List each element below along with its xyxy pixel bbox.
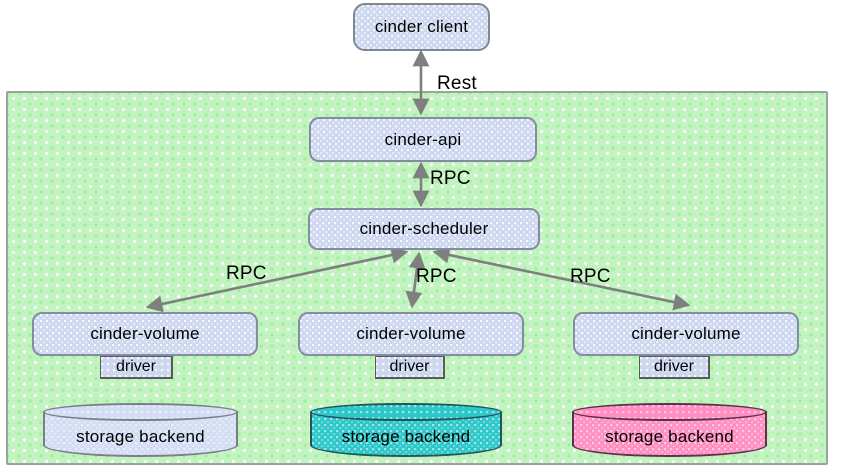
cinder-volume-label: cinder-volume [356, 324, 466, 343]
cinder-volume-node-left: cinder-volume [32, 312, 258, 356]
driver-tag-left: driver [100, 356, 173, 379]
rpc-edge-label-left: RPC [226, 263, 267, 284]
cinder-api-label: cinder-api [384, 129, 462, 149]
driver-label: driver [653, 358, 694, 375]
driver-tag-right: driver [639, 356, 710, 379]
driver-label: driver [389, 358, 430, 375]
storage-backend-cylinder-left: storage backend [43, 403, 238, 457]
cinder-scheduler-node: cinder-scheduler [308, 208, 540, 250]
cinder-client-label: cinder client [374, 17, 469, 36]
cylinder-top-ellipse [43, 403, 238, 421]
rpc-edge-label-right: RPC [570, 266, 611, 287]
cinder-volume-label: cinder-volume [90, 324, 200, 343]
rpc-edge-label-api-scheduler: RPC [430, 168, 471, 189]
driver-label: driver [115, 358, 156, 375]
rpc-arrow-scheduler-volume-mid [405, 251, 426, 309]
rest-edge-label: Rest [437, 73, 477, 94]
rpc-arrow-scheduler-volume-right [432, 246, 691, 311]
rpc-edge-label-mid: RPC [416, 266, 457, 287]
cinder-volume-node-mid: cinder-volume [298, 312, 524, 356]
cylinder-body [310, 412, 502, 457]
cinder-volume-node-right: cinder-volume [573, 312, 799, 356]
driver-tag-mid: driver [375, 356, 445, 379]
cinder-api-node: cinder-api [309, 117, 537, 162]
cinder-client-node: cinder client [353, 3, 490, 51]
cinder-scheduler-label: cinder-scheduler [359, 219, 489, 238]
rpc-arrow-scheduler-volume-left [145, 246, 409, 313]
storage-backend-label: storage backend [76, 427, 205, 446]
storage-backend-label: storage backend [341, 427, 471, 446]
storage-backend-cylinder-mid: storage backend [310, 403, 502, 457]
cylinder-body [572, 412, 767, 457]
cylinder-top-ellipse [572, 403, 767, 421]
cylinder-top-ellipse [310, 403, 502, 421]
storage-backend-label: storage backend [605, 427, 734, 446]
storage-backend-cylinder-right: storage backend [572, 403, 767, 457]
cinder-volume-label: cinder-volume [631, 324, 741, 343]
